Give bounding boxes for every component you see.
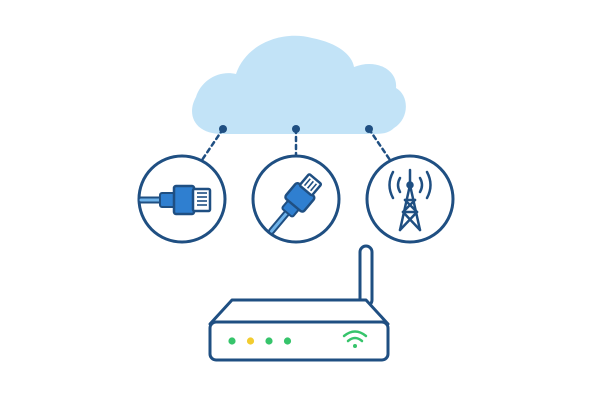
router-led-4	[283, 337, 292, 345]
ethernet-cable-icon	[137, 184, 212, 216]
wifi-icon	[342, 330, 368, 348]
connector-lines	[200, 127, 392, 162]
signal-wave-right-outer	[425, 170, 432, 200]
signal-wave-left-outer	[388, 170, 395, 200]
router-led-2	[246, 337, 255, 345]
cloud-icon	[192, 35, 406, 134]
connection-dot-right	[365, 125, 373, 133]
cloud-connection-points	[219, 125, 373, 133]
usb-connection	[251, 154, 341, 244]
usb-cable-icon	[268, 173, 323, 235]
router-led-3	[265, 337, 273, 345]
connection-dot-center	[292, 125, 300, 133]
router-icon	[208, 244, 390, 362]
connector-line-right	[367, 127, 392, 162]
signal-wave-right-inner	[418, 176, 424, 194]
router-antenna	[358, 244, 374, 308]
ethernet-connection	[137, 154, 227, 244]
cell-tower-connection	[365, 154, 455, 244]
connection-dot-left	[219, 125, 227, 133]
router-top	[208, 298, 390, 326]
router-leds	[228, 337, 292, 345]
connector-line-left	[200, 127, 225, 162]
cell-tower-icon	[388, 168, 432, 232]
router-front	[208, 320, 390, 362]
signal-wave-left-inner	[396, 176, 402, 194]
router-led-1	[228, 337, 236, 345]
